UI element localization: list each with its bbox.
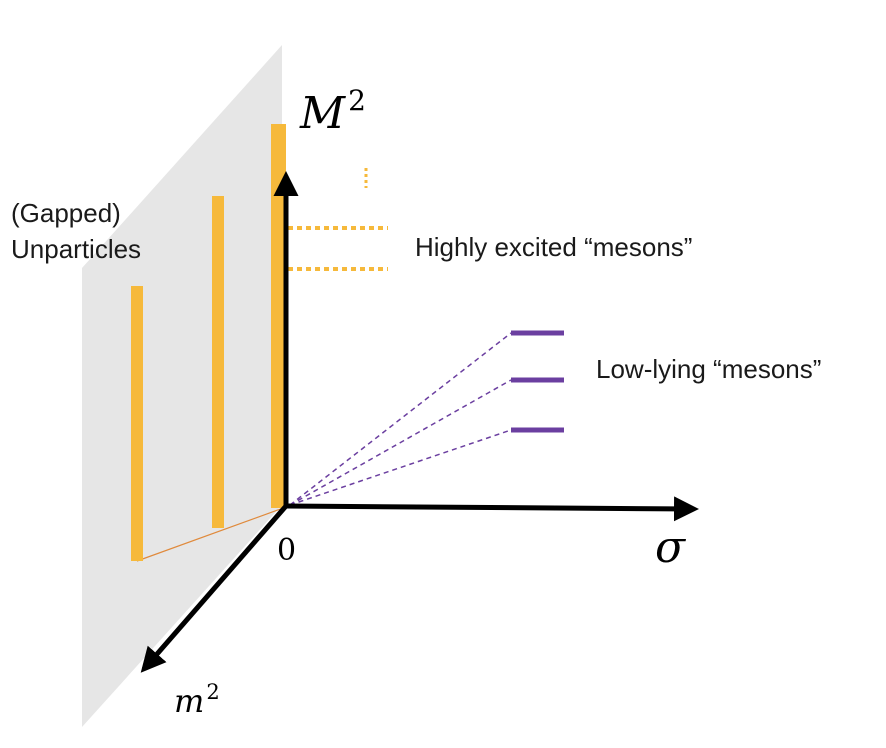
x-axis-sigma <box>285 496 699 522</box>
origin-label: 0 <box>277 533 296 568</box>
low-meson-guide-2 <box>289 379 512 506</box>
low-meson-guide-1 <box>289 332 512 506</box>
low-meson-guide-3 <box>289 429 512 506</box>
z-axis-m2 <box>140 504 288 673</box>
highly-excited-label: Highly excited “mesons” <box>415 232 692 262</box>
unparticle-baseline <box>136 506 287 562</box>
z-axis-label: m2 <box>174 680 220 720</box>
unparticles-label-line1: (Gapped) <box>11 198 121 228</box>
unparticle-bar-3 <box>271 124 286 508</box>
low-lying-label: Low-lying “mesons” <box>596 354 821 384</box>
unparticles-label-line2: Unparticles <box>11 234 141 264</box>
unparticle-bar-2 <box>212 196 224 528</box>
unparticle-bar-1 <box>131 286 143 561</box>
x-axis-label: σ <box>655 522 687 573</box>
